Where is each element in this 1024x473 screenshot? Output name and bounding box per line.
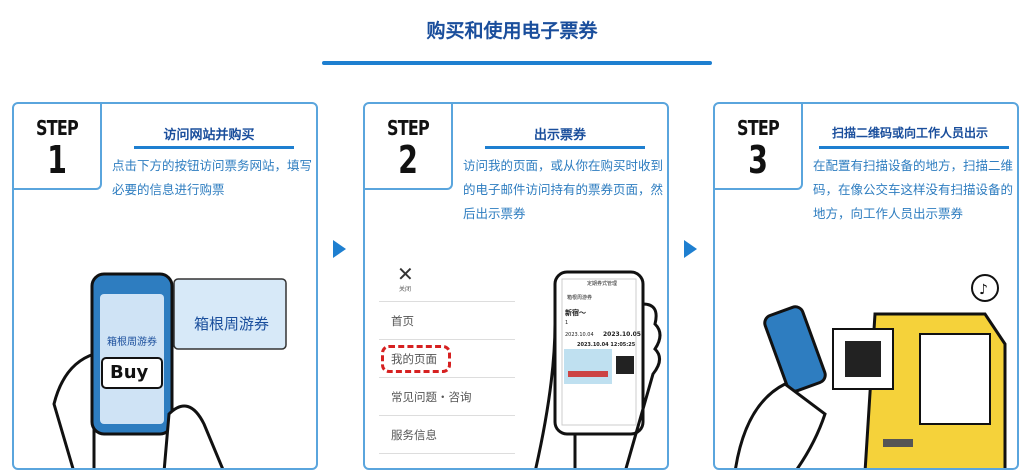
close-icon: ✕: [397, 262, 414, 286]
step-description: 点击下方的按钮访问票务网站，填写必要的信息进行购票: [112, 158, 313, 197]
menu-item-label: 我的页面: [391, 352, 437, 366]
arrow-right-icon: [333, 240, 346, 258]
menu-item-home: 首页: [379, 302, 515, 340]
step-number: 1: [47, 138, 67, 182]
step-badge: STEP 2: [365, 104, 453, 190]
heading-underline: [485, 146, 645, 149]
step-1-panel: STEP 1 访问网站并购买 点击下方的按钮访问票务网站，填写必要的信息进行购票…: [12, 102, 318, 470]
phone-ticket-name: 箱根周游券: [567, 295, 593, 301]
step-heading: 扫描二维码或向工作人员出示: [831, 126, 988, 140]
highlight-outline: [381, 345, 451, 373]
phone-count: 1: [565, 320, 569, 326]
title-underline: [322, 61, 712, 65]
menu-item-my-page: 我的页面: [379, 340, 515, 378]
menu-item-service: 服务信息: [379, 416, 515, 454]
step-heading: 出示票券: [533, 128, 586, 143]
arrow-right-icon: [684, 240, 697, 258]
phone-station: 新宿～: [565, 309, 586, 317]
step-number: 2: [398, 138, 418, 182]
step-badge: STEP 3: [715, 104, 803, 190]
step-heading: 访问网站并购买: [163, 128, 255, 143]
buy-button: Buy: [110, 362, 149, 383]
phone-timestamp: 2023.10.04 12:05:25: [577, 342, 636, 348]
phone-ticket-name: 箱根周游券: [107, 337, 157, 348]
step-3-panel: STEP 3 扫描二维码或向工作人员出示 在配置有扫描设备的地方，扫描二维码，在…: [713, 102, 1019, 470]
ticket-card-label: 箱根周游券: [194, 315, 270, 333]
phone-hand-illustration: [534, 270, 662, 468]
step-description: 访问我的页面，或从你在购买时收到的电子邮件访问持有的票券页面，然后出示票券: [463, 158, 664, 221]
step-2-panel: STEP 2 出示票券 访问我的页面，或从你在购买时收到的电子邮件访问持有的票券…: [363, 102, 669, 470]
phone-date-to: 2023.10.05: [603, 331, 641, 338]
scanner-illustration: ♪: [734, 274, 1007, 468]
step-label: STEP: [387, 116, 430, 140]
heading-underline: [134, 146, 294, 149]
phone-date-from: 2023.10.04: [565, 332, 594, 338]
menu-item-faq: 常见问题・咨询: [379, 378, 515, 416]
step-number: 3: [748, 138, 768, 182]
step-label: STEP: [737, 116, 780, 140]
svg-text:♪: ♪: [979, 282, 988, 298]
step-badge: STEP 1: [14, 104, 102, 190]
heading-underline: [819, 146, 1009, 149]
site-menu: ✕ 关闭 首页 我的页面 常见问题・咨询 服务信息: [379, 264, 515, 454]
buy-ticket-illustration: [52, 272, 287, 468]
phone-header: 定期券式管理: [587, 281, 618, 287]
close-label: 关闭: [379, 284, 515, 302]
step-label: STEP: [36, 116, 79, 140]
step-description: 在配置有扫描设备的地方，扫描二维码，在像公交车这样没有扫描设备的地方，向工作人员…: [813, 158, 1014, 221]
page-title: 购买和使用电子票券: [426, 20, 598, 42]
